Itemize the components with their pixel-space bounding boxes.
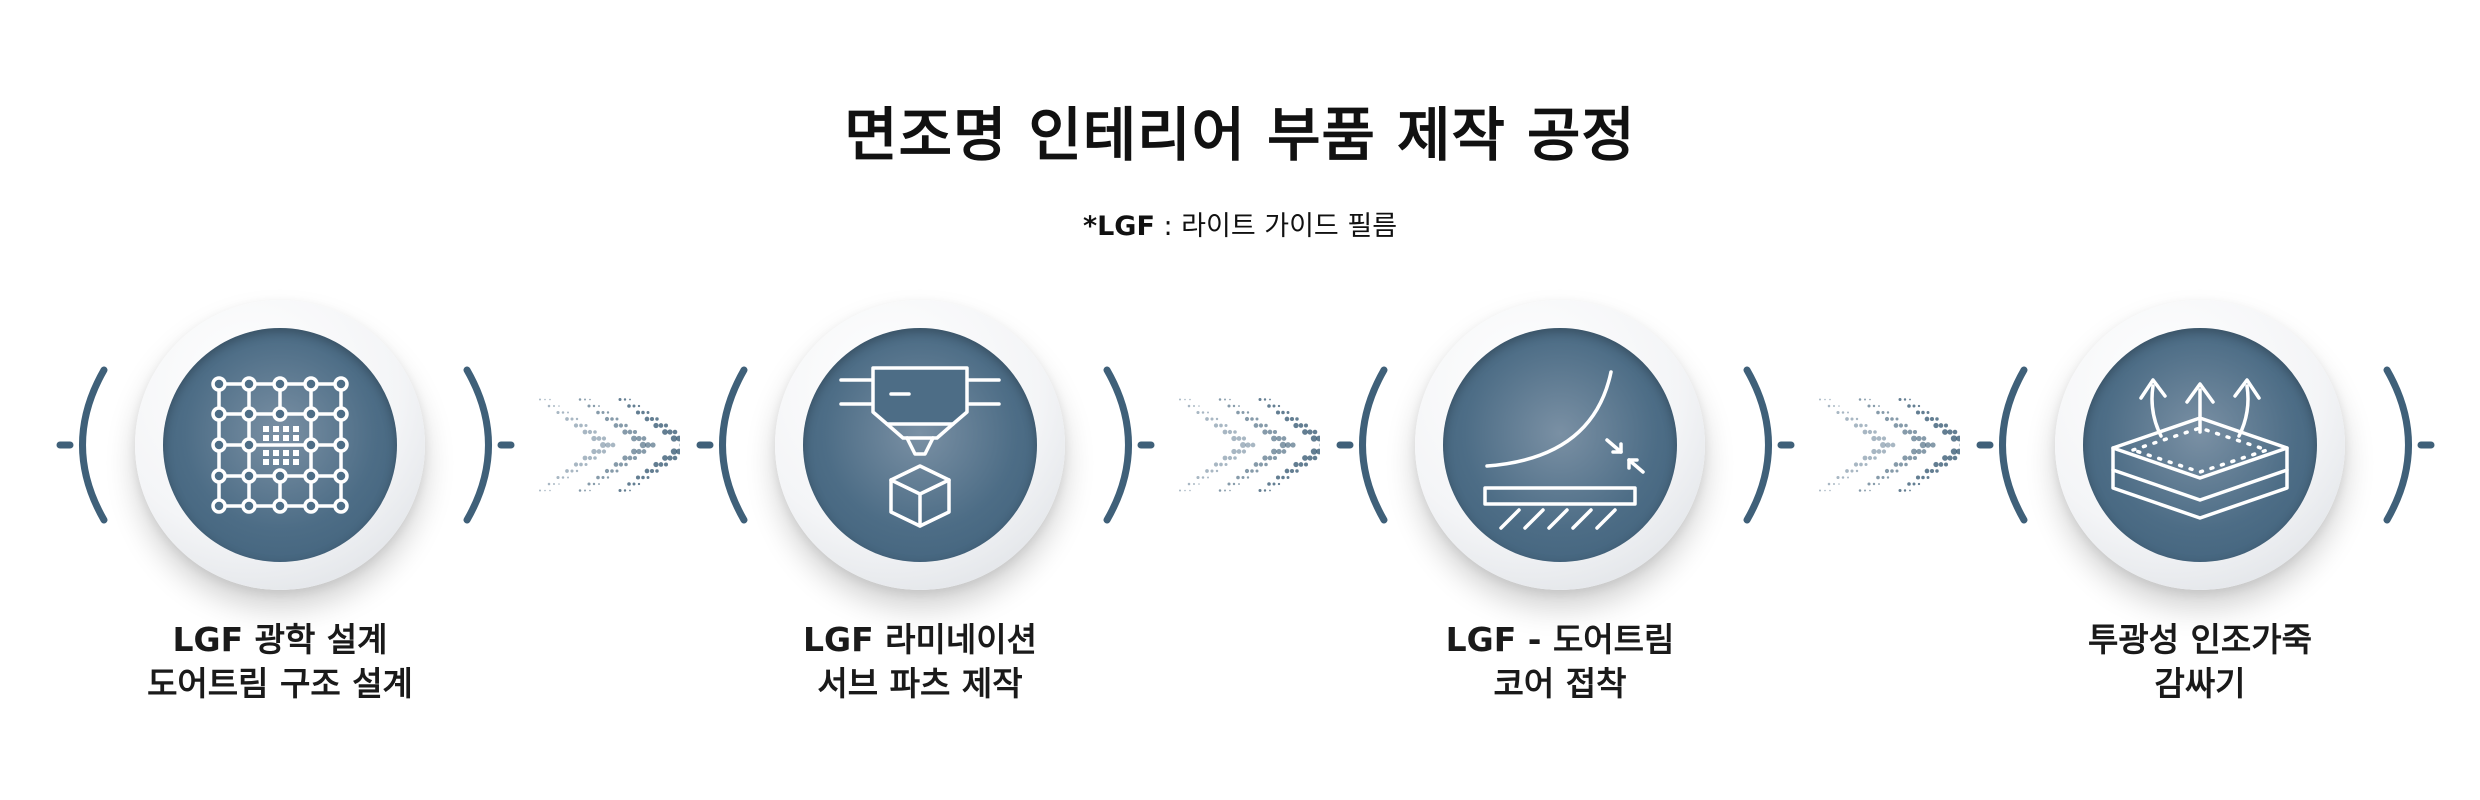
step-label-line2: 도어트림 구조 설계	[147, 664, 413, 703]
step-disc	[163, 328, 397, 562]
laminator-cube-icon	[839, 366, 1001, 528]
note-definition: : 라이트 가이드 필름	[1154, 211, 1398, 242]
step-1-label: LGF 광학 설계 도어트림 구조 설계	[40, 618, 520, 706]
lattice-grid-icon	[211, 376, 349, 514]
step-3-label: LGF - 도어트림 코어 접착	[1320, 618, 1800, 706]
step-2-label: LGF 라미네이션 서브 파츠 제작	[680, 618, 1160, 706]
left-bracket	[1336, 366, 1388, 524]
step-label-line1: 투광성 인조가죽	[2087, 620, 2312, 659]
step-label-line1: LGF 라미네이션	[803, 620, 1037, 659]
left-bracket	[1976, 366, 2028, 524]
note-line: *LGF : 라이트 가이드 필름	[0, 204, 2480, 243]
page-title: 면조명 인테리어 부품 제작 공정	[844, 101, 1636, 169]
step-label-line1: LGF - 도어트림	[1445, 620, 1675, 659]
process-step-1	[135, 300, 425, 590]
right-bracket	[1103, 366, 1155, 524]
right-bracket	[2383, 366, 2435, 524]
step-disc	[1443, 328, 1677, 562]
flow-chevrons-icon	[1819, 398, 1960, 492]
step-label-line2: 코어 접착	[1493, 664, 1627, 703]
step-disc	[803, 328, 1037, 562]
wrapping-arrows-icon	[2111, 378, 2289, 520]
curved-surface-bonding-icon	[1483, 370, 1645, 530]
right-bracket	[1743, 366, 1795, 524]
flow-chevrons-icon	[539, 398, 680, 492]
left-bracket	[56, 366, 108, 524]
step-label-line2: 감싸기	[2154, 664, 2246, 703]
flow-chevrons-icon	[1179, 398, 1320, 492]
step-disc	[2083, 328, 2317, 562]
step-label-line1: LGF 광학 설계	[172, 620, 388, 659]
process-step-3	[1415, 300, 1705, 590]
step-label-line2: 서브 파츠 제작	[817, 664, 1023, 703]
process-step-2	[775, 300, 1065, 590]
note-term: *LGF	[1082, 211, 1155, 242]
step-4-label: 투광성 인조가죽 감싸기	[1960, 618, 2440, 706]
left-bracket	[696, 366, 748, 524]
process-step-4	[2055, 300, 2345, 590]
right-bracket	[463, 366, 515, 524]
